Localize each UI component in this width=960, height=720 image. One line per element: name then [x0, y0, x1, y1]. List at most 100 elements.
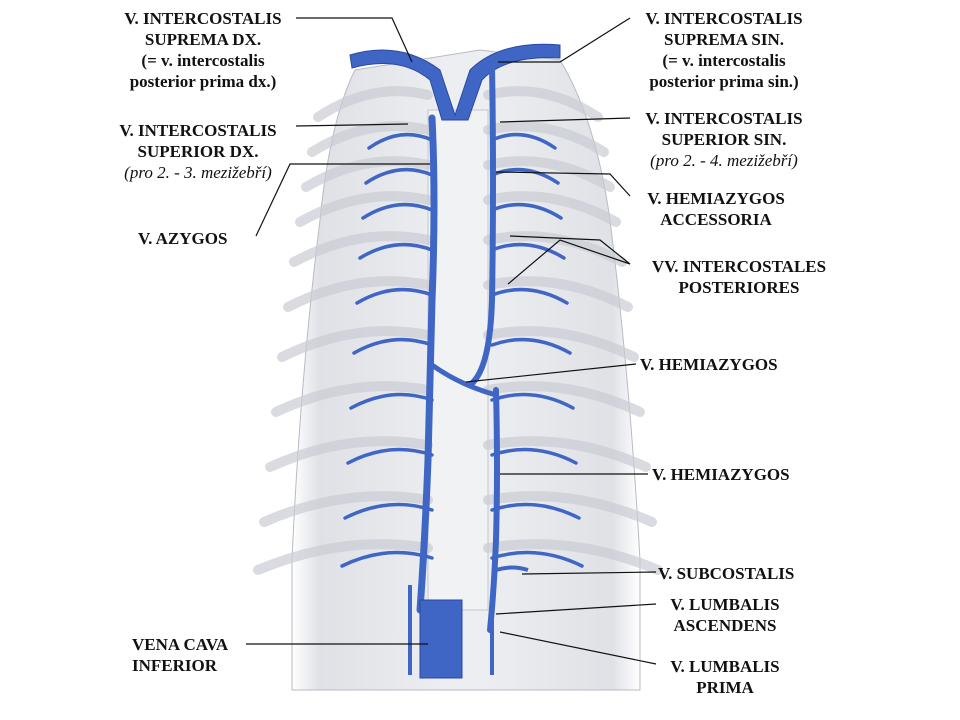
label-vv-intercostales-posteriores: VV. INTERCOSTALES POSTERIORES	[634, 256, 844, 298]
leader-lumbalis-prima	[499, 631, 657, 665]
rib-right	[307, 121, 433, 157]
intercostal-vein-left	[490, 242, 566, 260]
label-line: V. LUMBALIS	[670, 657, 780, 676]
rib-right	[295, 191, 433, 227]
intercostal-vein-left	[490, 167, 560, 185]
label-note: (pro 2. - 3. mezižebří)	[124, 163, 272, 182]
hemiazygos-accessoria-vein	[467, 62, 496, 388]
leader-hemiazygos-accessoria	[495, 171, 631, 197]
intercostal-vein-right	[349, 392, 434, 410]
intercostal-vein-right	[355, 287, 434, 305]
label-intercostalis-superior-dx: V. INTERCOSTALIS SUPERIOR DX. (pro 2. - …	[100, 120, 296, 183]
leader-subcostalis	[521, 571, 657, 575]
rib-left	[483, 326, 639, 362]
label-line: posterior prima dx.)	[129, 72, 277, 91]
leader-lumbalis-ascendens	[495, 603, 657, 615]
hemiazygos-vein	[487, 387, 500, 633]
label-line: INFERIOR	[132, 656, 218, 675]
rib-left	[483, 276, 633, 312]
rib-left	[483, 121, 609, 157]
intercostal-vein-left	[490, 550, 584, 568]
label-hemiazygos-upper: V. HEMIAZYGOS	[640, 354, 778, 375]
leader-superior-dx	[295, 123, 409, 127]
label-line: V. AZYGOS	[138, 229, 228, 248]
label-line: ASCENDENS	[673, 616, 777, 635]
label-line: V. INTERCOSTALIS	[124, 9, 282, 28]
label-azygos: V. AZYGOS	[138, 228, 227, 249]
intercostal-vein-left	[490, 202, 563, 220]
label-line: POSTERIORES	[678, 278, 800, 297]
label-line: V. LUMBALIS	[670, 595, 780, 614]
vena-cava-inferior	[419, 599, 463, 679]
leader-azygos	[255, 163, 430, 237]
label-lumbalis-ascendens: V. LUMBALIS ASCENDENS	[656, 594, 794, 636]
intercostal-vein-left	[490, 132, 557, 150]
hemiazygos-anastomosis	[429, 362, 499, 398]
intercostal-vein-right	[346, 447, 434, 465]
label-line: PRIMA	[696, 678, 754, 697]
label-line: V. INTERCOSTALIS	[119, 121, 277, 140]
label-line: (= v. intercostalis	[662, 51, 786, 70]
label-line: V. HEMIAZYGOS	[652, 465, 790, 484]
label-line: SUPERIOR DX.	[137, 142, 259, 161]
intercostal-vein-left	[490, 337, 572, 355]
intercostal-vein-right	[358, 242, 434, 260]
leader-hemiazygos-upper	[465, 363, 637, 383]
rib-left	[483, 539, 663, 575]
rib-left	[483, 491, 657, 527]
label-hemiazygos-lower: V. HEMIAZYGOS	[652, 464, 790, 485]
label-line: (= v. intercostalis	[141, 51, 265, 70]
rib-right	[265, 436, 433, 472]
rib-right	[313, 86, 433, 122]
leader-lines	[246, 17, 657, 665]
intercostal-vein-right	[367, 132, 434, 150]
label-line: V. HEMIAZYGOS	[640, 355, 778, 374]
intercostal-vein-left	[490, 287, 569, 305]
brachiocephalic-veins	[349, 43, 561, 121]
rib-left	[483, 191, 621, 227]
rib-left	[483, 156, 615, 192]
label-line: SUPERIOR SIN.	[661, 130, 787, 149]
label-intercostalis-superior-sin: V. INTERCOSTALIS SUPERIOR SIN. (pro 2. -…	[628, 108, 820, 171]
label-subcostalis: V. SUBCOSTALIS	[658, 563, 794, 584]
rib-left	[483, 86, 603, 122]
label-line: VV. INTERCOSTALES	[651, 257, 827, 276]
label-line: SUPREMA SIN.	[664, 30, 784, 49]
intercostal-vein-left	[490, 392, 575, 410]
intercostal-vein-left	[490, 447, 578, 465]
label-line: V. SUBCOSTALIS	[658, 564, 795, 583]
rib-right	[289, 231, 433, 267]
label-vena-cava-inferior: VENA CAVA INFERIOR	[132, 634, 228, 676]
label-line: ACCESSORIA	[660, 210, 772, 229]
intercostal-veins	[340, 132, 584, 568]
leader-intercostales-1	[509, 235, 631, 265]
label-intercostalis-suprema-dx: V. INTERCOSTALIS SUPREMA DX. (= v. inter…	[112, 8, 294, 92]
label-note: (pro 2. - 4. mezižebří)	[650, 151, 798, 170]
leader-suprema-sin	[498, 17, 631, 63]
label-line: posterior prima sin.)	[649, 72, 799, 91]
label-line: V. INTERCOSTALIS	[645, 9, 803, 28]
label-line: SUPREMA DX.	[144, 30, 262, 49]
leader-suprema-dx	[296, 17, 413, 63]
label-line: V. INTERCOSTALIS	[645, 109, 803, 128]
ribs	[253, 86, 663, 575]
intercostal-vein-right	[352, 337, 434, 355]
subcostal-vein	[495, 565, 529, 572]
vertebral-column	[427, 109, 489, 611]
rib-right	[253, 539, 433, 575]
label-line: VENA CAVA	[132, 635, 229, 654]
azygos-vein	[416, 114, 438, 614]
main-veins	[349, 43, 561, 679]
label-intercostalis-suprema-sin: V. INTERCOSTALIS SUPREMA SIN. (= v. inte…	[628, 8, 820, 92]
rib-right	[259, 491, 433, 527]
leader-intercostales-2	[507, 239, 631, 285]
label-lumbalis-prima: V. LUMBALIS PRIMA	[660, 656, 790, 698]
rib-right	[283, 276, 433, 312]
rib-right	[277, 326, 433, 362]
rib-right	[271, 381, 433, 417]
label-hemiazygos-accessoria: V. HEMIAZYGOS ACCESSORIA	[630, 188, 802, 230]
label-line: V. HEMIAZYGOS	[647, 189, 785, 208]
intercostal-vein-left	[490, 502, 581, 520]
